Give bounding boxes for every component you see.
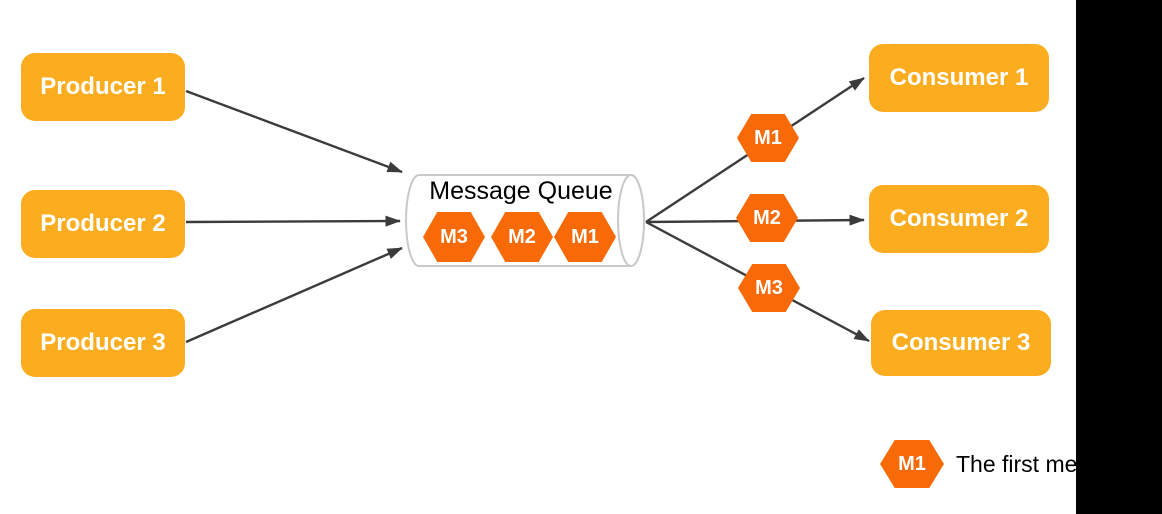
cylinder-cap [617,174,645,267]
producer-2-box: Producer 2 [21,190,185,258]
flow-message-m1-hexagon: M1 [737,114,799,162]
consumer-3-box: Consumer 3 [871,310,1051,376]
legend-badge-hexagon: M1 [880,440,944,488]
arrow-producer1-to-queue [185,89,403,174]
flow-message-m3-hexagon: M3 [738,264,800,312]
queued-message-m1-label: M1 [571,225,599,248]
legend-badge-label: M1 [898,452,926,475]
producer-3-label: Producer 3 [40,329,166,356]
producer-2-label: Producer 2 [40,210,166,237]
black-crop-region [1076,0,1162,514]
arrow-producer2-to-queue [185,215,401,227]
flow-message-m3-label: M3 [755,276,783,299]
queued-message-m2-label: M2 [508,225,536,248]
queued-message-m2-hexagon: M2 [491,212,553,262]
producer-1-label: Producer 1 [40,73,166,100]
queued-message-m3-hexagon: M3 [423,212,485,262]
queue-title: Message Queue [429,177,613,205]
queued-message-m1-hexagon: M1 [554,212,616,262]
consumer-2-box: Consumer 2 [869,185,1049,253]
consumer-3-label: Consumer 3 [891,329,1031,356]
consumer-2-label: Consumer 2 [889,205,1029,232]
legend-text: The first me [956,450,1078,477]
flow-message-m2-hexagon: M2 [736,194,798,242]
queued-message-m3-label: M3 [440,225,468,248]
flow-message-m1-label: M1 [754,126,782,149]
producer-1-box: Producer 1 [21,53,185,121]
arrow-producer3-to-queue [185,246,403,344]
producer-3-box: Producer 3 [21,309,185,377]
consumer-1-box: Consumer 1 [869,44,1049,112]
consumer-1-label: Consumer 1 [889,64,1029,91]
flow-message-m2-label: M2 [753,206,781,229]
